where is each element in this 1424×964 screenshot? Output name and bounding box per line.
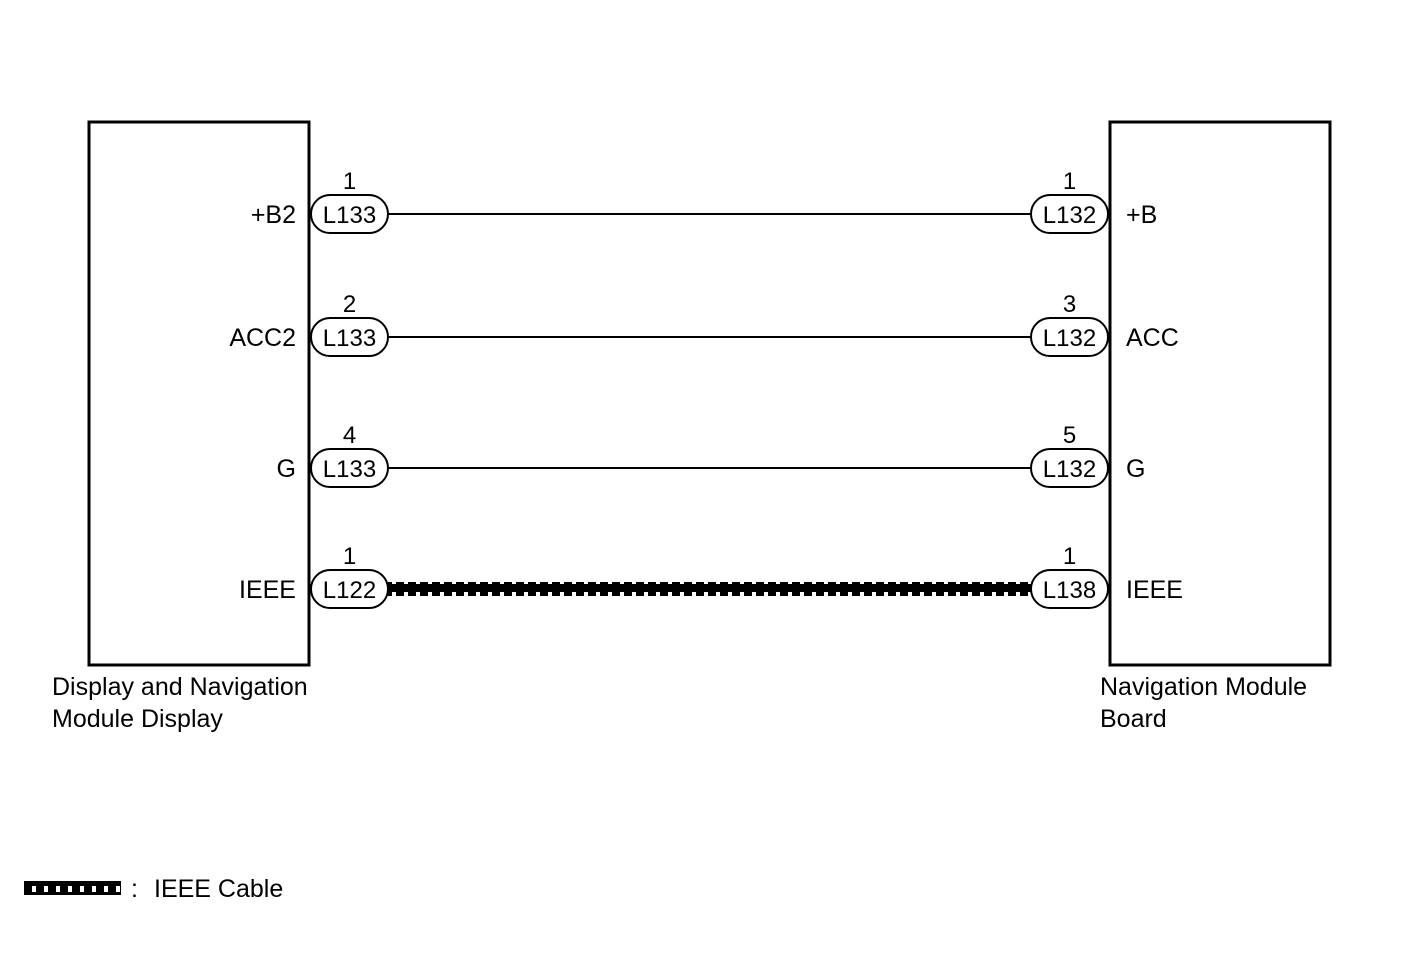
- right-connector-label: L132: [1043, 456, 1096, 483]
- left-module-name-line1: Display and Navigation: [52, 673, 308, 701]
- right-connector-label: L132: [1043, 325, 1096, 352]
- left-connector-label: L133: [323, 456, 376, 483]
- right-connector-shape: [1030, 194, 1109, 234]
- right-pin-number: 5: [1063, 422, 1076, 449]
- left-connector-shape: [310, 194, 389, 234]
- left-connector-label: L133: [323, 325, 376, 352]
- left-connector-shape: [310, 569, 389, 609]
- right-connector-label: L132: [1043, 202, 1096, 229]
- left-connector-shape: [310, 448, 389, 488]
- left-pin-number: 1: [343, 168, 356, 195]
- legend-ieee-cable-label: IEEE Cable: [154, 875, 283, 903]
- left-module-name-line2: Module Display: [52, 705, 223, 733]
- right-connector-shape: [1030, 317, 1109, 357]
- left-connector-shape: [310, 317, 389, 357]
- right-connector-shape: [1030, 448, 1109, 488]
- legend-separator: :: [131, 875, 138, 903]
- legend-ieee-cable-swatch: [24, 881, 121, 895]
- left-module-box: [87, 120, 311, 667]
- right-connector-shape: [1030, 569, 1109, 609]
- right-module-box: [1108, 120, 1332, 667]
- left-pin-number: 2: [343, 291, 356, 318]
- left-terminal-name: G: [277, 455, 296, 483]
- right-pin-number: 1: [1063, 168, 1076, 195]
- right-terminal-name: IEEE: [1126, 576, 1183, 604]
- left-pin-number: 1: [343, 543, 356, 570]
- left-connector-label: L133: [323, 202, 376, 229]
- left-terminal-name: +B2: [251, 201, 296, 229]
- right-terminal-name: ACC: [1126, 324, 1179, 352]
- right-pin-number: 3: [1063, 291, 1076, 318]
- right-terminal-name: +B: [1126, 201, 1157, 229]
- ieee-cable-wire: [388, 582, 1031, 596]
- right-connector-label: L138: [1043, 577, 1096, 604]
- left-connector-label: L122: [323, 577, 376, 604]
- right-terminal-name: G: [1126, 455, 1145, 483]
- left-terminal-name: ACC2: [229, 324, 296, 352]
- right-pin-number: 1: [1063, 543, 1076, 570]
- left-pin-number: 4: [343, 422, 356, 449]
- right-module-name-line2: Board: [1100, 705, 1167, 733]
- right-module-name-line1: Navigation Module: [1100, 673, 1307, 701]
- left-terminal-name: IEEE: [239, 576, 296, 604]
